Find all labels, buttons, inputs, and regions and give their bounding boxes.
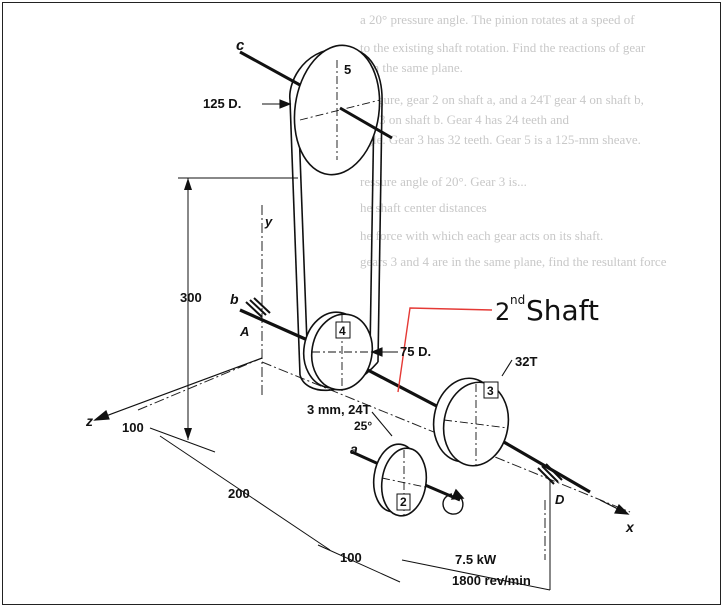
label-gear-2: 2 [400,495,407,509]
bearing-d-mark-1 [537,467,555,485]
leader-32t [501,359,513,377]
shaft-b-left [239,308,313,344]
label-gear-3: 3 [487,384,494,398]
label-gear-5: 5 [344,62,351,77]
leader-24t [371,411,393,437]
shaft-b-right [489,432,591,494]
shaft-c [239,50,393,140]
label-pressure-angle: 25° [354,419,372,433]
dim-300-arrow-bottom [184,428,192,440]
rotation-arrow [442,488,465,515]
ghost-line-5: ear 3 on shaft b. Gear 4 has 24 teeth an… [360,112,570,127]
rotation-arrow-arc [442,493,464,515]
ghost-line-8: he shaft center distances [360,200,487,215]
label-32t: 32T [515,354,537,369]
bearing-a [245,297,271,318]
dimension-arrowheads [184,178,192,440]
rotation-arrow-head [450,488,465,500]
label-shaft-a: a [350,441,358,457]
ghost-line-10: gears 3 and 4 are in the same plane, fin… [360,254,667,269]
label-bearing-a: A [239,324,249,339]
gear-3 [432,377,510,467]
z-axis-centerline [137,357,263,411]
label-dim-100-bottom: 100 [340,550,362,565]
bearing-a-mark-2 [249,299,267,316]
label-gear-4: 4 [339,324,346,338]
label-axis-y: y [264,214,273,229]
label-axis-z: z [85,413,93,429]
ghost-line-3: e in the same plane. [360,60,463,75]
belt-right-strand-inner [369,105,375,353]
belt-bottom-arc [299,361,379,392]
dimension-lines [149,177,551,591]
leader-lines [262,99,513,437]
gear-3-label-box [483,381,499,399]
z-axis-arrowhead [93,410,110,421]
label-bearing-d: D [555,492,565,507]
dim-100-z-line [149,427,216,453]
dim-300-arrow-top [184,178,192,190]
label-power: 7.5 kW [455,552,497,567]
leader-75d-arrow [370,347,383,357]
label-dim-200: 200 [228,486,250,501]
label-3mm-24t: 3 mm, 24T [307,402,371,417]
gear-3-horizontal-centerline [443,419,509,429]
belt-right-strand-outer [377,103,383,363]
gear-3-centerlines [443,384,509,466]
dim-200-line [159,435,331,551]
label-shaft-c: c [236,37,245,54]
annotation-number: 2 [495,298,510,326]
label-75d: 75 D. [400,344,431,359]
label-speed: 1800 rev/min [452,573,531,588]
ghost-line-6: ngle. Gear 3 has 32 teeth. Gear 5 is a 1… [360,132,641,147]
dim-100-bottom-line [317,544,401,583]
ghost-line-7: ressure angle of 20°. Gear 3 is... [360,174,527,189]
bearing-d-mark-2 [541,465,559,483]
label-dim-300: 300 [180,290,202,305]
leader-125d-arrow [279,99,292,109]
pulley-4 [302,311,374,391]
label-shaft-b: b [230,291,239,307]
shaft-c-left [239,50,301,87]
ghost-line-2: to the existing shaft rotation. Find the… [360,40,646,55]
ghost-line-1: a 20° pressure angle. The pinion rotates… [360,12,635,27]
annotation-pointer-line [397,307,493,393]
annotation-2nd-shaft: 2 nd Shaft [397,293,599,393]
label-axis-x: x [625,519,635,535]
dim-d-baseline [401,559,551,591]
figure-labels: c 5 125 D. y 300 b A 4 75 D. 32T 3 3 mm,… [85,37,635,588]
bearing-d-mark-3 [545,463,563,481]
bearing-d [537,463,563,485]
background-text: a 20° pressure angle. The pinion rotates… [360,12,667,269]
z-axis-line [94,357,263,421]
sheave-5-centerlines [299,60,381,160]
shaft-c-right [339,106,393,140]
gear-2-label-box [396,493,411,511]
annotation-shaft-word: Shaft [526,294,599,327]
bearing-a-mark-1 [245,301,263,318]
annotation-superscript: nd [510,293,525,307]
pulley-4-label-box [335,321,351,339]
label-125d: 125 D. [203,96,241,111]
axis-arrows [93,357,630,515]
label-dim-100-z: 100 [122,420,144,435]
x-axis-arrowhead [614,503,630,515]
bearing-a-mark-3 [253,297,271,314]
ghost-line-9: he force with which each gear acts on it… [360,228,603,243]
ghost-line-4: e figure, gear 2 on shaft a, and a 24T g… [360,92,644,107]
belt-left-strand-outer [289,99,301,376]
sheave-5-horizontal-centerline [299,99,381,121]
